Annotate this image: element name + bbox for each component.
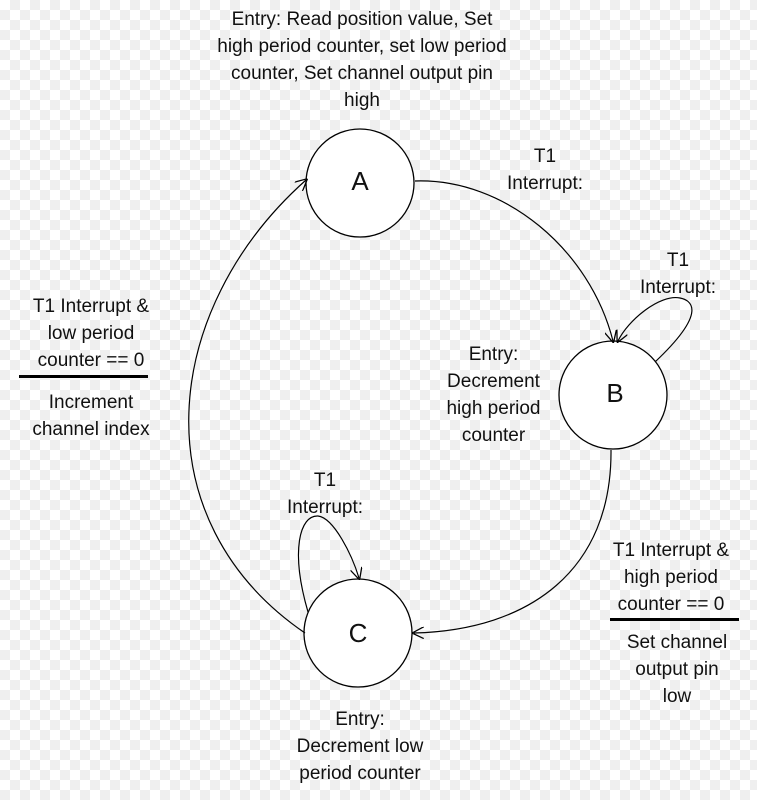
state-c-entry-label: Entry: Decrement low period counter [296,709,424,784]
transition-b-self-loop [618,297,693,363]
transition-c-to-a-action: Increment channel index [32,392,150,440]
transition-b-self-label: T1 Interrupt: [639,250,717,298]
transition-b-to-c-divider [610,618,739,621]
transition-b-to-c [414,449,612,633]
transition-c-self-loop [297,515,359,613]
state-c-label: C [348,618,368,648]
state-a-entry-label: Entry: Read position value, Set high per… [217,9,507,111]
transition-a-to-b-label: T1 Interrupt: [506,146,584,194]
transition-b-to-c-action: Set channel output pin low [626,632,728,707]
transition-a-to-b [414,180,613,341]
transition-c-self-label: T1 Interrupt: [286,470,364,518]
transition-c-to-a-divider [19,375,148,378]
transition-b-to-c-condition: T1 Interrupt & high period counter == 0 [612,540,730,615]
state-a-label: A [351,166,369,196]
transition-c-to-a [188,180,306,634]
state-b-label: B [606,378,624,408]
transition-c-to-a-condition: T1 Interrupt & low period counter == 0 [32,296,150,371]
state-b-entry-label: Entry: Decrement high period counter [446,344,541,446]
